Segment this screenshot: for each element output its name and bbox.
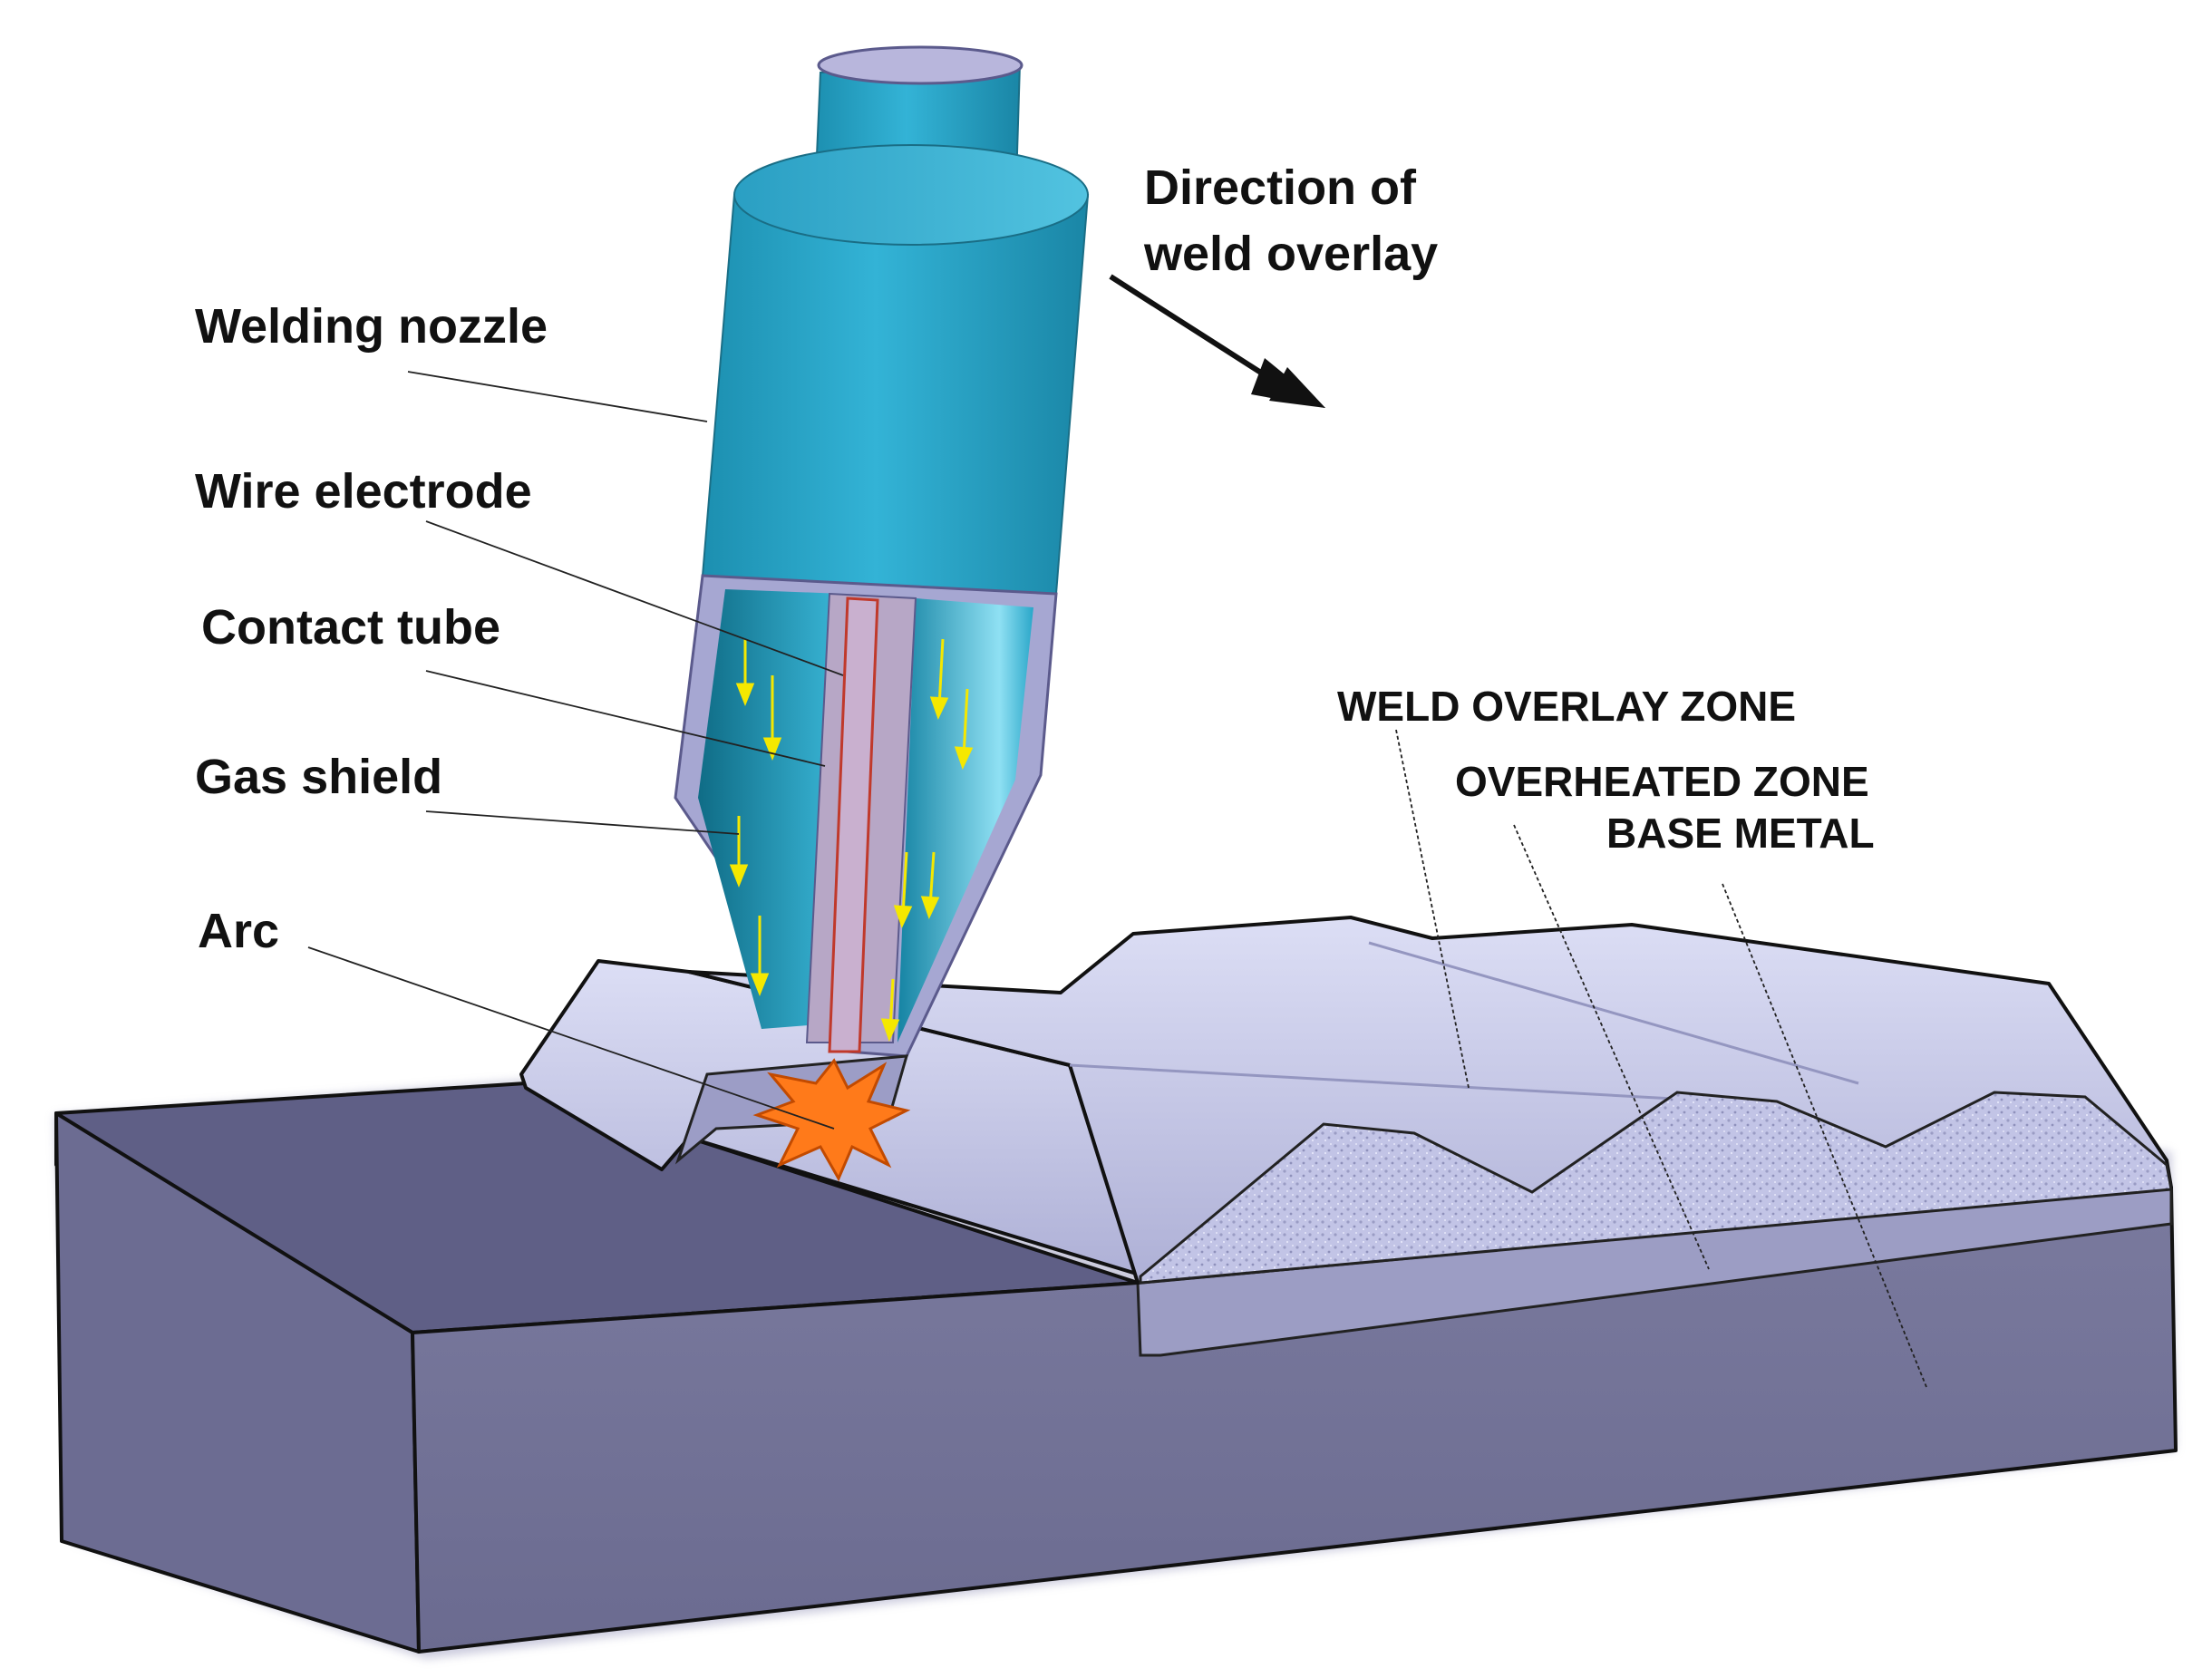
label-contact-tube: Contact tube: [201, 600, 500, 655]
gas-flow-arrows: [729, 638, 974, 1042]
label-overheated-zone: OVERHEATED ZONE: [1455, 758, 1869, 805]
block-front-face: [411, 1186, 2178, 1654]
nozzle-body: [701, 194, 1090, 596]
label-direction-line1: Direction of: [1144, 160, 1417, 215]
wire-electrode: [828, 597, 879, 1053]
direction-arrow: [1109, 274, 1325, 408]
label-gas-shield: Gas shield: [195, 750, 442, 804]
weld-overlay-beads: [519, 916, 2173, 1285]
labels: Welding nozzle Wire electrode Contact tu…: [195, 160, 1875, 958]
overlay-cross-section: [1139, 1091, 2173, 1285]
label-weld-overlay-zone: WELD OVERLAY ZONE: [1337, 683, 1796, 730]
label-wire-electrode: Wire electrode: [195, 464, 532, 519]
leader-lines: [307, 371, 1927, 1388]
label-welding-nozzle: Welding nozzle: [195, 299, 548, 354]
label-base-metal: BASE METAL: [1606, 810, 1875, 857]
label-arc: Arc: [198, 904, 279, 958]
welding-nozzle: [674, 45, 1090, 1165]
arc-spark: [752, 1058, 911, 1182]
label-direction-line2: weld overlay: [1143, 227, 1438, 281]
